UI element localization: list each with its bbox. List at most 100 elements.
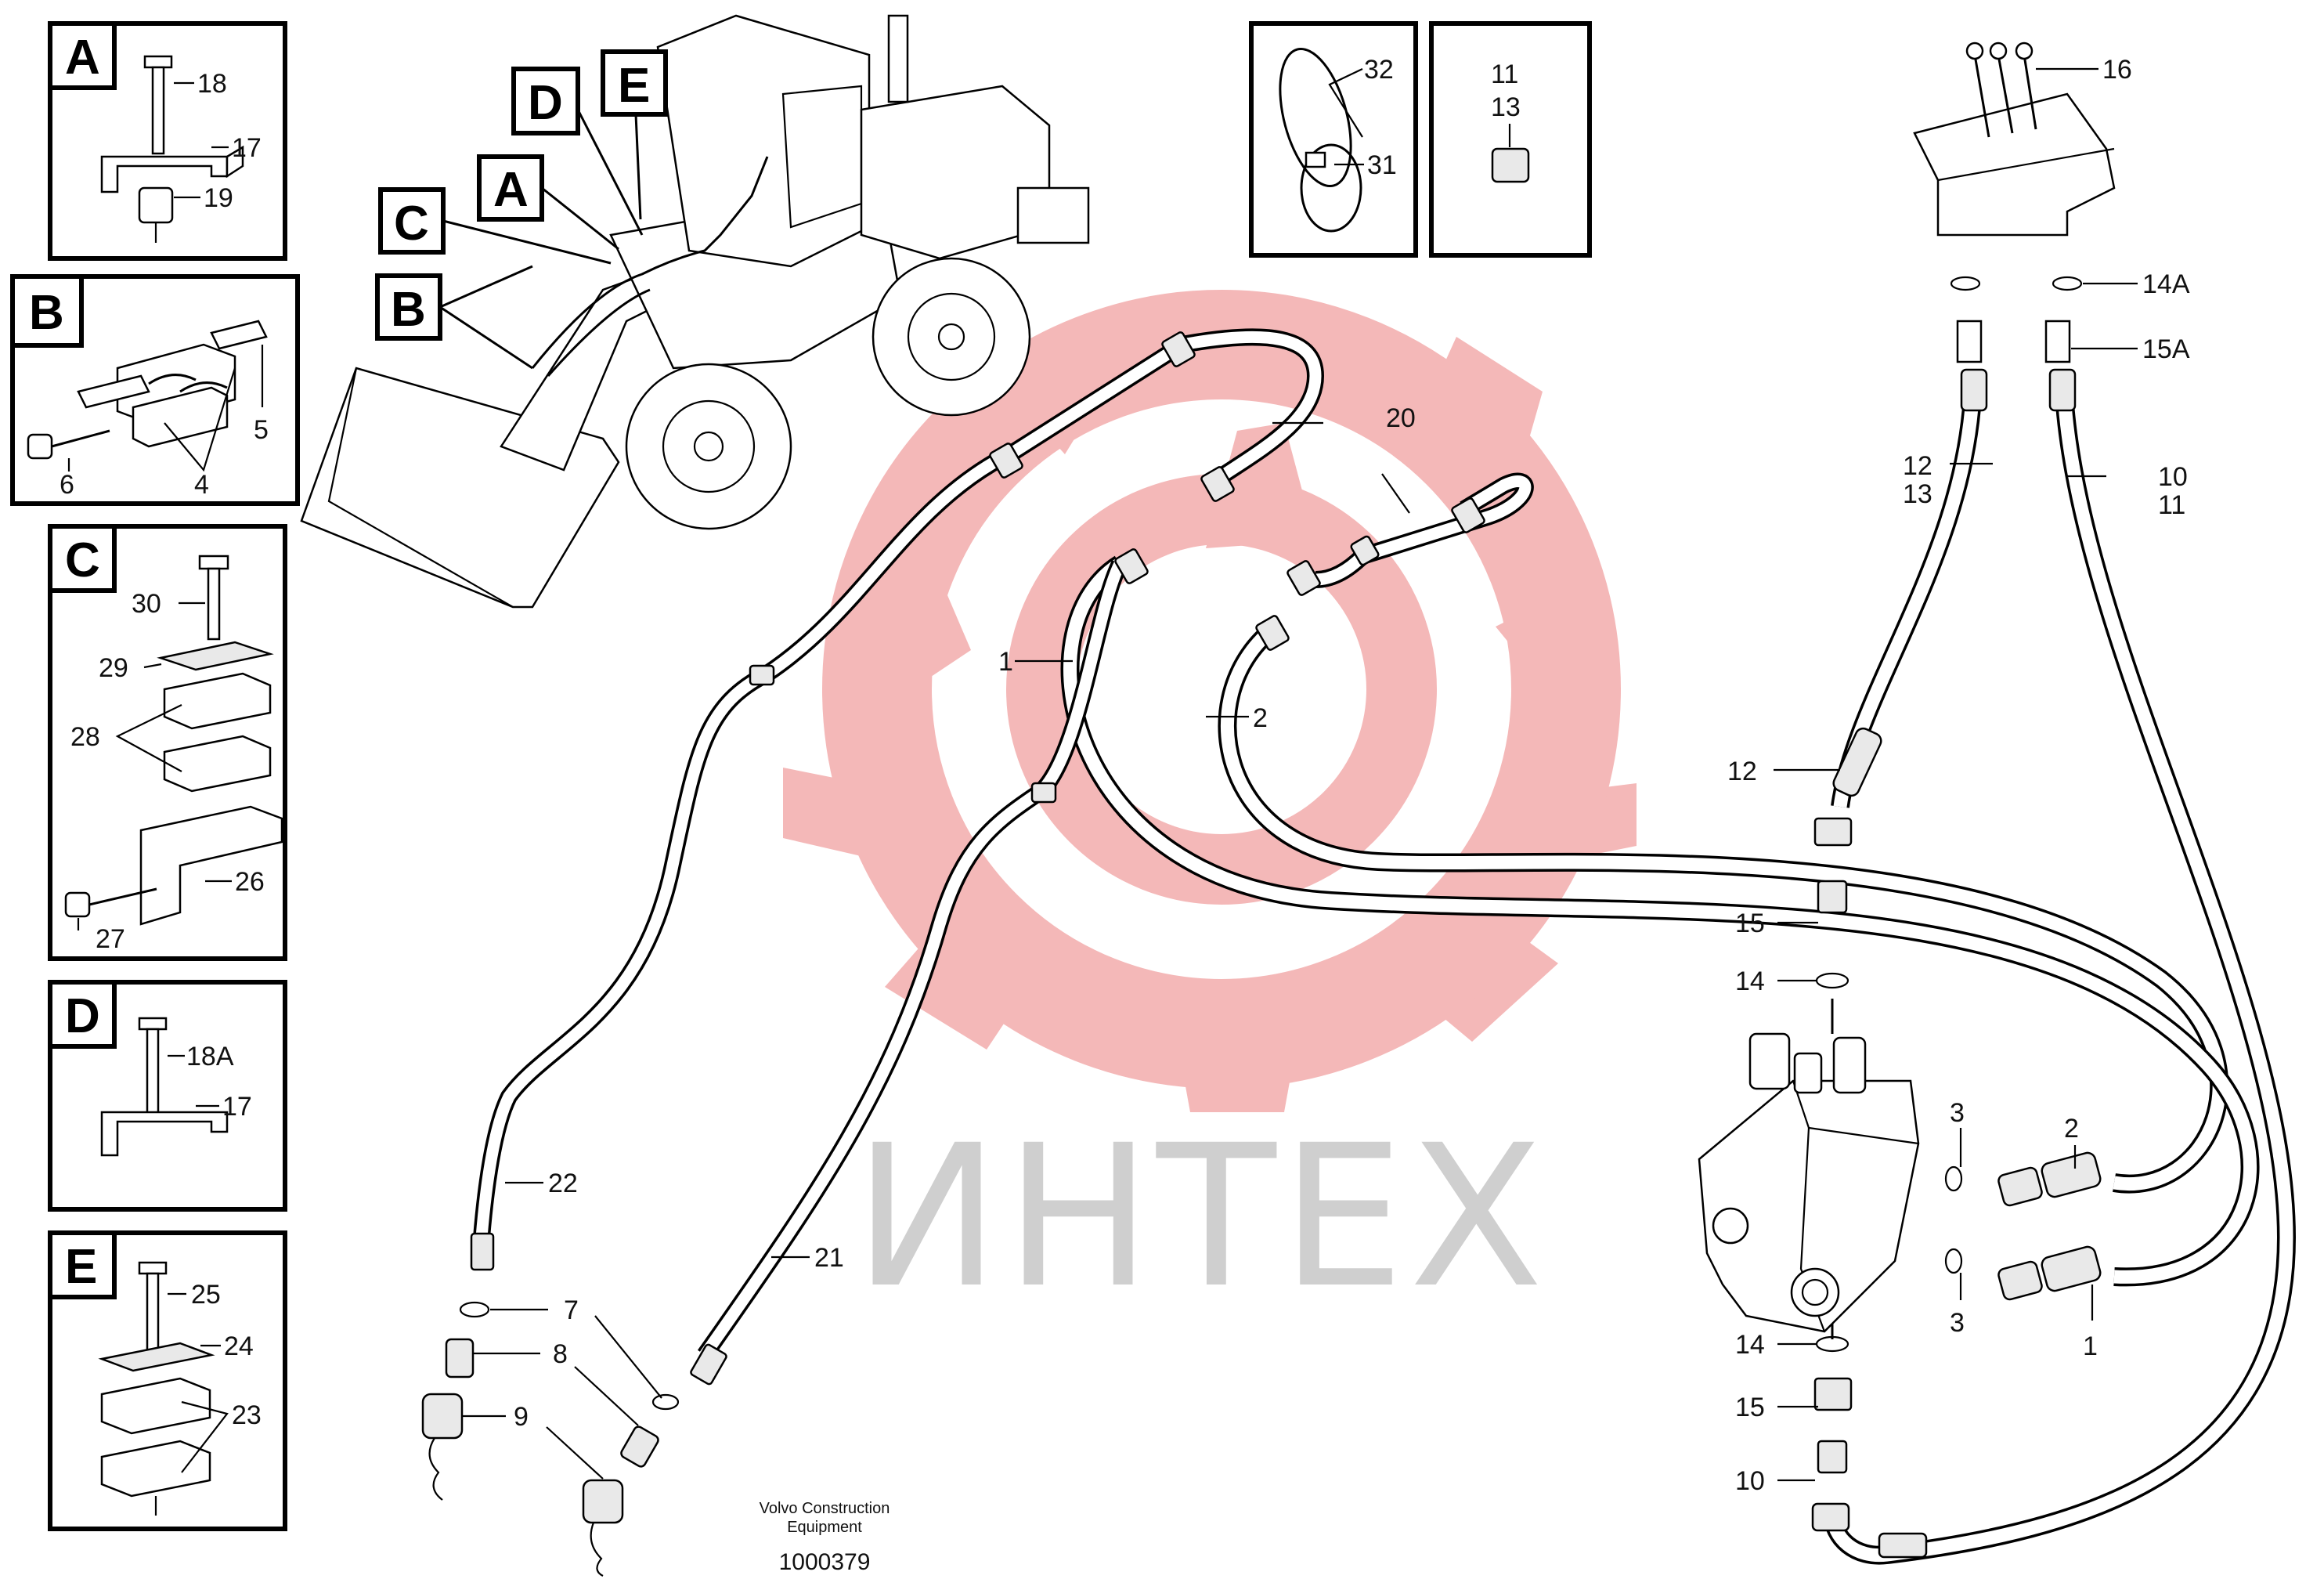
bracket-c-icon	[139, 805, 283, 926]
watermark: ИНТЕХ	[783, 290, 1637, 1331]
svg-text:29: 29	[99, 653, 128, 683]
svg-text:5: 5	[254, 415, 269, 445]
loader-tag-e: E	[601, 49, 668, 220]
svg-text:D: D	[528, 76, 563, 130]
lever-housing	[1913, 92, 2116, 237]
loader-cab	[656, 14, 871, 268]
loader-tag-c: C	[378, 187, 612, 265]
valve-hose-fittings	[1997, 1151, 2102, 1301]
spacer-icon	[138, 186, 174, 243]
svg-text:23: 23	[232, 1400, 262, 1430]
lever-handles	[1965, 42, 2037, 138]
cable-tie-box: 32 31	[1249, 21, 1418, 258]
quick-couplings	[421, 1232, 727, 1577]
svg-text:C: C	[394, 197, 429, 251]
loader-tag-b: B	[375, 265, 533, 370]
svg-text:14: 14	[1735, 1330, 1765, 1360]
svg-text:B: B	[29, 286, 64, 340]
svg-text:1: 1	[998, 647, 1013, 677]
svg-text:11: 11	[2158, 490, 2185, 520]
svg-text:17: 17	[232, 133, 262, 163]
wheel-loader-illustration	[300, 14, 1090, 609]
loader-front-wheel	[625, 363, 792, 530]
svg-text:26: 26	[235, 867, 265, 897]
dust-cap-9a	[421, 1393, 464, 1501]
svg-text:13: 13	[1491, 92, 1521, 122]
svg-text:19: 19	[204, 183, 233, 213]
clamp-halves-icon	[116, 343, 236, 448]
hose-tee-fitting	[1813, 817, 1853, 847]
svg-text:Equipment: Equipment	[787, 1519, 862, 1536]
svg-text:1: 1	[2083, 1331, 2098, 1361]
svg-text:15A: 15A	[2142, 334, 2190, 364]
svg-text:2: 2	[1253, 703, 1268, 733]
svg-text:3: 3	[1950, 1308, 1965, 1338]
svg-text:12: 12	[1727, 757, 1757, 786]
svg-text:E: E	[65, 1240, 97, 1294]
bolt-c-icon	[198, 555, 229, 641]
pipe-connectors	[749, 331, 1485, 804]
clamp-bracket-icon	[100, 145, 244, 193]
clamp-bracket-d-icon	[100, 1111, 229, 1157]
watermark-ring-outer	[822, 290, 1621, 1089]
svg-text:10: 10	[1735, 1466, 1765, 1496]
watermark-text: ИНТЕХ	[853, 1103, 1548, 1331]
control-valve	[1698, 999, 1920, 1339]
svg-text:32: 32	[1364, 55, 1394, 85]
detail-box-d: D 18A 17	[48, 980, 287, 1212]
svg-text:A: A	[493, 163, 529, 217]
plate-e-icon	[98, 1342, 215, 1372]
seal-rings-3	[1944, 1165, 1963, 1274]
detail-box-c: C 30 29 28 26 27	[48, 524, 287, 961]
svg-text:11: 11	[1491, 60, 1518, 89]
bolt-icon	[143, 55, 173, 155]
clamp-e-icon	[100, 1377, 211, 1516]
detail-box-a: A 18 17 19	[48, 21, 287, 261]
cap-box: 11 13	[1429, 21, 1592, 258]
plate-icon	[77, 320, 268, 409]
svg-text:24: 24	[224, 1331, 254, 1361]
loader-rear-wheel	[872, 257, 1031, 417]
svg-text:12: 12	[1903, 451, 1932, 481]
protective-cap-icon	[1491, 147, 1530, 183]
svg-text:Volvo Construction: Volvo Construction	[760, 1500, 890, 1517]
svg-text:28: 28	[70, 722, 100, 752]
svg-text:25: 25	[191, 1280, 221, 1310]
footer: Volvo Construction Equipment 1000379	[760, 1500, 890, 1575]
loader-exhaust	[887, 14, 909, 103]
svg-text:A: A	[65, 31, 100, 85]
loader-tag-d: D	[511, 67, 644, 236]
svg-text:31: 31	[1367, 150, 1397, 180]
svg-text:1000379: 1000379	[779, 1549, 871, 1575]
bolt-d-icon	[138, 1017, 168, 1117]
svg-text:14: 14	[1735, 967, 1765, 996]
svg-text:18: 18	[197, 69, 227, 99]
svg-text:B: B	[391, 283, 426, 337]
svg-text:30: 30	[132, 589, 161, 619]
hose-fittings	[1811, 368, 2077, 1559]
bolt-b-icon	[27, 429, 110, 460]
loader-counterweight	[1016, 186, 1090, 244]
svg-text:27: 27	[96, 924, 125, 954]
svg-text:D: D	[65, 989, 100, 1043]
plate-c-icon	[157, 641, 274, 671]
bolt-e-icon	[138, 1261, 168, 1353]
svg-text:10: 10	[2158, 462, 2188, 492]
seal-ring-14a	[1950, 276, 2083, 291]
svg-text:9: 9	[514, 1402, 529, 1432]
loader-tag-a: A	[477, 154, 619, 251]
svg-text:8: 8	[553, 1339, 568, 1369]
svg-text:17: 17	[222, 1092, 252, 1122]
detail-box-e: E 25 24 23	[48, 1230, 287, 1531]
dust-cap-9b	[582, 1479, 624, 1577]
svg-text:20: 20	[1386, 403, 1416, 433]
clamp-c-icon	[163, 672, 272, 793]
callouts: 20 1 2 12 13 10 11 12 15 14 3 2 3 1 14 1…	[462, 403, 2188, 1496]
svg-text:3: 3	[1950, 1098, 1965, 1128]
svg-text:22: 22	[548, 1169, 578, 1198]
nipple-15a	[1956, 320, 2071, 363]
svg-text:E: E	[618, 59, 650, 113]
svg-text:15: 15	[1735, 1393, 1765, 1422]
svg-text:16: 16	[2102, 55, 2132, 85]
